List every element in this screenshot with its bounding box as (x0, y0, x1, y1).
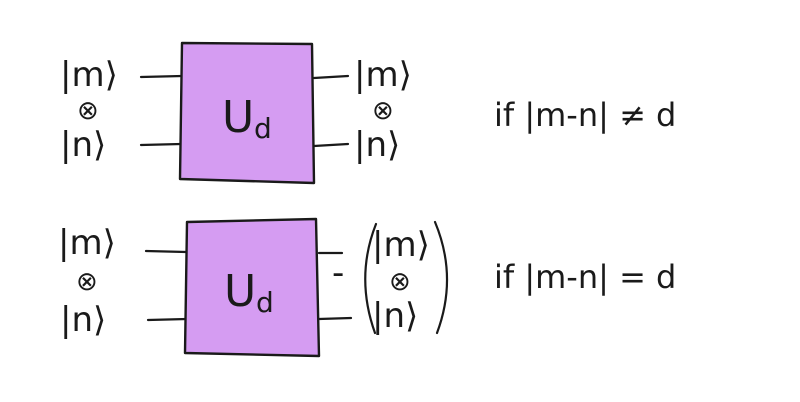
top-output-ket-m: |m⟩ (354, 55, 412, 95)
top-input-tensor-symbol: ⊗ (77, 96, 99, 126)
top-gate-label: U (222, 92, 254, 143)
top-input-wire-m (139, 74, 184, 79)
bottom-output-tensor-symbol: ⊗ (389, 267, 411, 297)
bottom-condition: if |m-n| = d (494, 258, 676, 296)
bottom-output-ket-n: |n⟩ (372, 296, 418, 336)
top-circuit: |m⟩ ⊗ |n⟩ U d |m⟩ ⊗ |n⟩ if |m-n| ≠ d (60, 41, 676, 185)
top-input-ket-n: |n⟩ (60, 125, 106, 165)
top-gate-subscript: d (254, 112, 272, 145)
bottom-output-wire-n (317, 316, 353, 321)
top-gate-box (178, 41, 316, 185)
bottom-output-minus-sign: - (332, 253, 344, 293)
bottom-output-ket-m: |m⟩ (372, 225, 430, 265)
bottom-circuit: |m⟩ ⊗ |n⟩ U d - |m⟩ ⊗ |n⟩ if |m-n| = d (58, 217, 676, 358)
bottom-input-ket-m: |m⟩ (58, 223, 116, 263)
top-output-tensor-symbol: ⊗ (372, 96, 394, 126)
bottom-output-right-paren (433, 220, 449, 335)
top-condition: if |m-n| ≠ d (494, 96, 676, 134)
bottom-input-wire-m (144, 249, 188, 254)
top-output-ket-n: |n⟩ (354, 125, 400, 165)
bottom-input-wire-n (146, 317, 189, 322)
bottom-gate-label: U (224, 266, 256, 317)
bottom-gate-box (183, 217, 321, 358)
top-input-wire-n (139, 142, 183, 147)
top-input-ket-m: |m⟩ (60, 55, 118, 95)
top-output-wire-n (312, 142, 350, 148)
top-output-wire-m (312, 74, 350, 80)
bottom-output-left-paren (364, 222, 378, 335)
bottom-input-tensor-symbol: ⊗ (76, 267, 98, 297)
bottom-input-ket-n: |n⟩ (60, 300, 106, 340)
bottom-gate-subscript: d (256, 286, 274, 319)
